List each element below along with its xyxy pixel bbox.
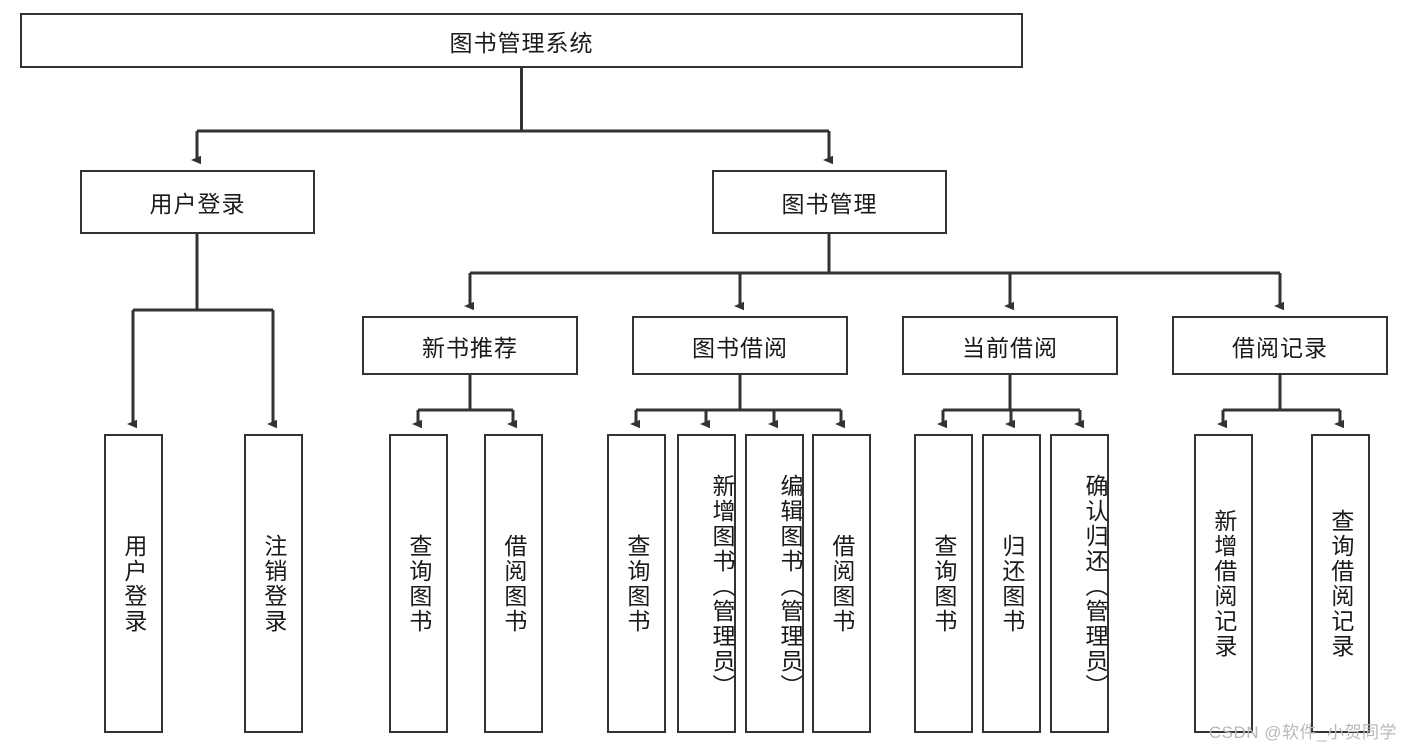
leaf-user-login-login[interactable]: 用户登录 — [104, 434, 163, 733]
leaf-current-borrow-confirm-return-admin[interactable]: 确认归还（管理员） — [1050, 434, 1109, 733]
leaf-book-borrow-edit-book-admin[interactable]: 编辑图书（管理员） — [745, 434, 804, 733]
node-new-book-recommend[interactable]: 新书推荐 — [362, 316, 578, 375]
node-label: 图书借阅 — [692, 334, 788, 361]
node-label: 查询图书 — [405, 533, 432, 634]
leaf-borrow-record-add-record[interactable]: 新增借阅记录 — [1194, 434, 1253, 733]
node-label: 新书推荐 — [422, 334, 518, 361]
node-label: 归还图书 — [998, 533, 1025, 634]
node-borrow-record[interactable]: 借阅记录 — [1172, 316, 1388, 375]
node-label: 查询图书 — [623, 533, 650, 634]
node-label: 注销登录 — [260, 533, 287, 634]
node-label: 用户登录 — [149, 191, 246, 217]
node-label: 新增图书（管理员） — [709, 474, 735, 699]
node-label: 查询借阅记录 — [1327, 508, 1354, 659]
node-label: 用户登录 — [120, 533, 147, 634]
node-label: 确认归还（管理员） — [1082, 474, 1108, 699]
node-book-management[interactable]: 图书管理 — [712, 170, 947, 234]
node-label: 借阅图书 — [500, 533, 527, 634]
leaf-current-borrow-return-books[interactable]: 归还图书 — [982, 434, 1041, 733]
node-label: 新增借阅记录 — [1210, 508, 1237, 659]
node-label: 当前借阅 — [962, 334, 1058, 361]
leaf-current-borrow-query-books[interactable]: 查询图书 — [914, 434, 973, 733]
node-book-borrow[interactable]: 图书借阅 — [632, 316, 848, 375]
node-current-borrow[interactable]: 当前借阅 — [902, 316, 1118, 375]
node-label: 借阅记录 — [1232, 334, 1328, 361]
leaf-user-login-logout[interactable]: 注销登录 — [244, 434, 303, 733]
leaf-new-book-query-books[interactable]: 查询图书 — [389, 434, 448, 733]
leaf-book-borrow-add-book-admin[interactable]: 新增图书（管理员） — [677, 434, 736, 733]
leaf-book-borrow-borrow-books[interactable]: 借阅图书 — [812, 434, 871, 733]
leaf-borrow-record-query-record[interactable]: 查询借阅记录 — [1311, 434, 1370, 733]
node-label: 编辑图书（管理员） — [777, 474, 803, 699]
node-label: 查询图书 — [930, 533, 957, 634]
node-user-login[interactable]: 用户登录 — [80, 170, 315, 234]
leaf-book-borrow-query-books[interactable]: 查询图书 — [607, 434, 666, 733]
node-label: 图书管理系统 — [449, 29, 594, 56]
watermark-text: CSDN @软件_小贺同学 — [1208, 723, 1397, 742]
node-label: 借阅图书 — [828, 533, 855, 634]
node-label: 图书管理 — [781, 191, 878, 217]
node-root-book-management-system[interactable]: 图书管理系统 — [20, 13, 1023, 68]
leaf-new-book-borrow-books[interactable]: 借阅图书 — [484, 434, 543, 733]
